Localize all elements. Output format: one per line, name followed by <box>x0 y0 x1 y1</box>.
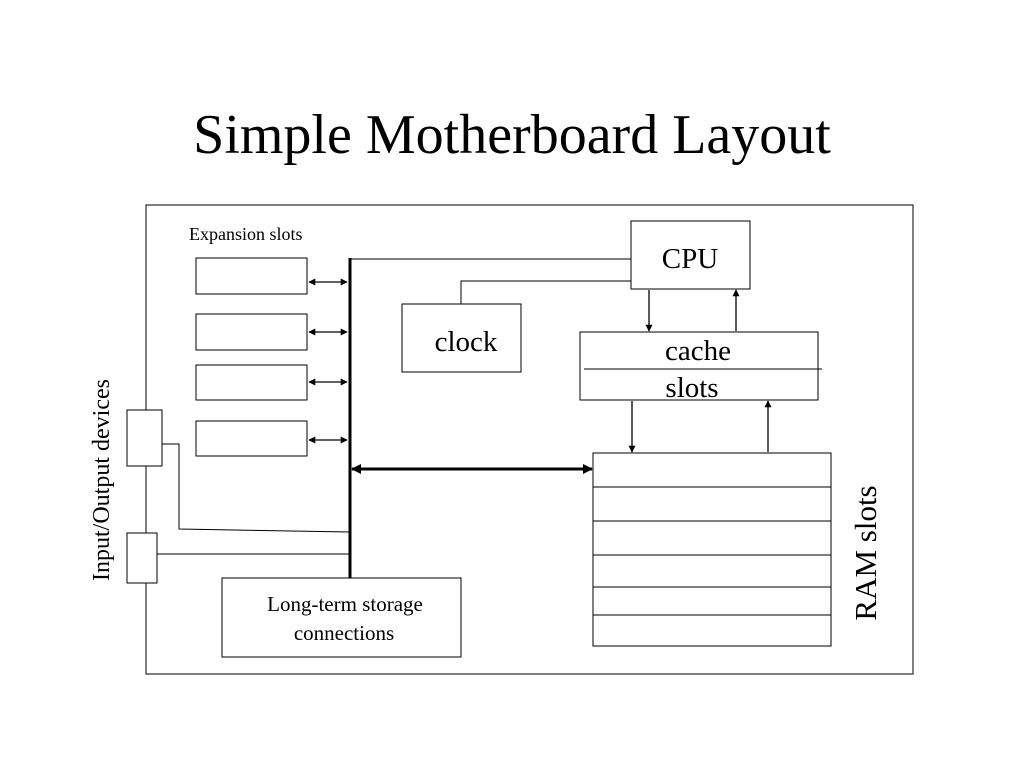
ram-slot <box>592 554 832 588</box>
ram-slot <box>592 614 832 647</box>
cpu-box <box>630 220 751 290</box>
cache-label-line1: cache <box>665 335 731 367</box>
storage-box <box>221 577 462 658</box>
io-bus-connector <box>162 443 351 533</box>
storage-label-line1: Long-term storage <box>267 592 423 616</box>
expansion-slot <box>195 313 308 351</box>
expansion-slot <box>195 257 308 295</box>
io-port <box>126 532 158 584</box>
ram-slot <box>592 520 832 556</box>
cpu-label: CPU <box>662 243 718 275</box>
expansion-slot <box>195 364 308 401</box>
expansion-slots-label: Expansion slots <box>189 224 303 244</box>
cache-label-line2: slots <box>665 372 718 404</box>
io-devices-label: Input/Output devices <box>89 379 115 581</box>
ram-slot <box>592 586 832 616</box>
clock-label: clock <box>435 326 498 358</box>
storage-label-line2: connections <box>294 621 394 645</box>
ram-slot <box>592 486 832 522</box>
cache-slots-box <box>579 331 819 401</box>
clock-cpu-line <box>460 280 631 304</box>
ram-slots-label: RAM slots <box>848 485 883 620</box>
io-port <box>126 409 163 467</box>
ram-slot <box>592 452 832 488</box>
clock-box <box>401 303 522 373</box>
slide-title: Simple Motherboard Layout <box>193 104 831 166</box>
expansion-slot <box>195 420 308 457</box>
